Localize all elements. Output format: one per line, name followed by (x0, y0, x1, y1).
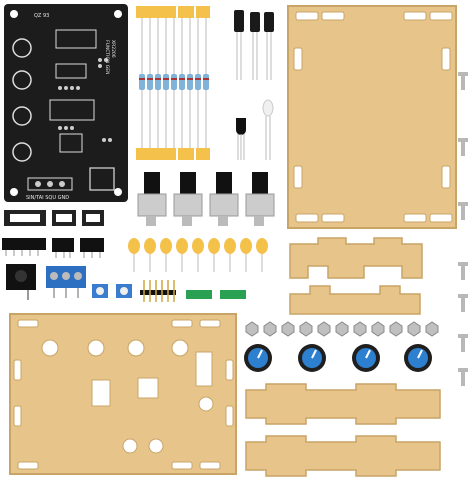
mounting-hole (114, 188, 122, 196)
pcb-side-label: XR2206 (110, 40, 116, 58)
hex-nuts (245, 321, 439, 337)
ic-chip (80, 238, 104, 252)
mounting-hole (10, 188, 18, 196)
transistor (236, 118, 246, 160)
mounting-hole (10, 10, 18, 18)
mounting-hole (114, 10, 122, 18)
screws (458, 72, 468, 386)
trimmer-potentiometer (92, 284, 132, 298)
screw-terminal-block (46, 266, 86, 298)
pcb-side-label-2: FUNCTION GEN (104, 40, 110, 75)
acrylic-side-strips (245, 383, 441, 477)
pcb-output-label: SIN/TAI SQU GND (26, 195, 69, 201)
ic-chip (2, 238, 46, 250)
acrylic-top-panel (287, 5, 457, 229)
ic-sockets (2, 210, 104, 258)
electrolytic-capacitors (234, 10, 274, 80)
dc-power-jack (6, 264, 36, 300)
ic-chip (52, 238, 74, 252)
jumper-caps (186, 290, 246, 299)
control-knobs (244, 344, 432, 372)
pin-header (140, 280, 176, 302)
ceramic-capacitors (128, 238, 268, 254)
pot-footprint (12, 38, 32, 162)
pcb-version-label: QZ 93 (34, 13, 49, 19)
acrylic-front-panel (9, 313, 237, 475)
led (262, 99, 274, 160)
rotary-potentiometers (137, 172, 275, 226)
resistor-strip (136, 6, 210, 160)
pcb-board: QZ 93 SIN/TAI SQU GND XR2206 FUNCTION GE… (4, 4, 128, 202)
acrylic-side-piece (289, 237, 423, 315)
